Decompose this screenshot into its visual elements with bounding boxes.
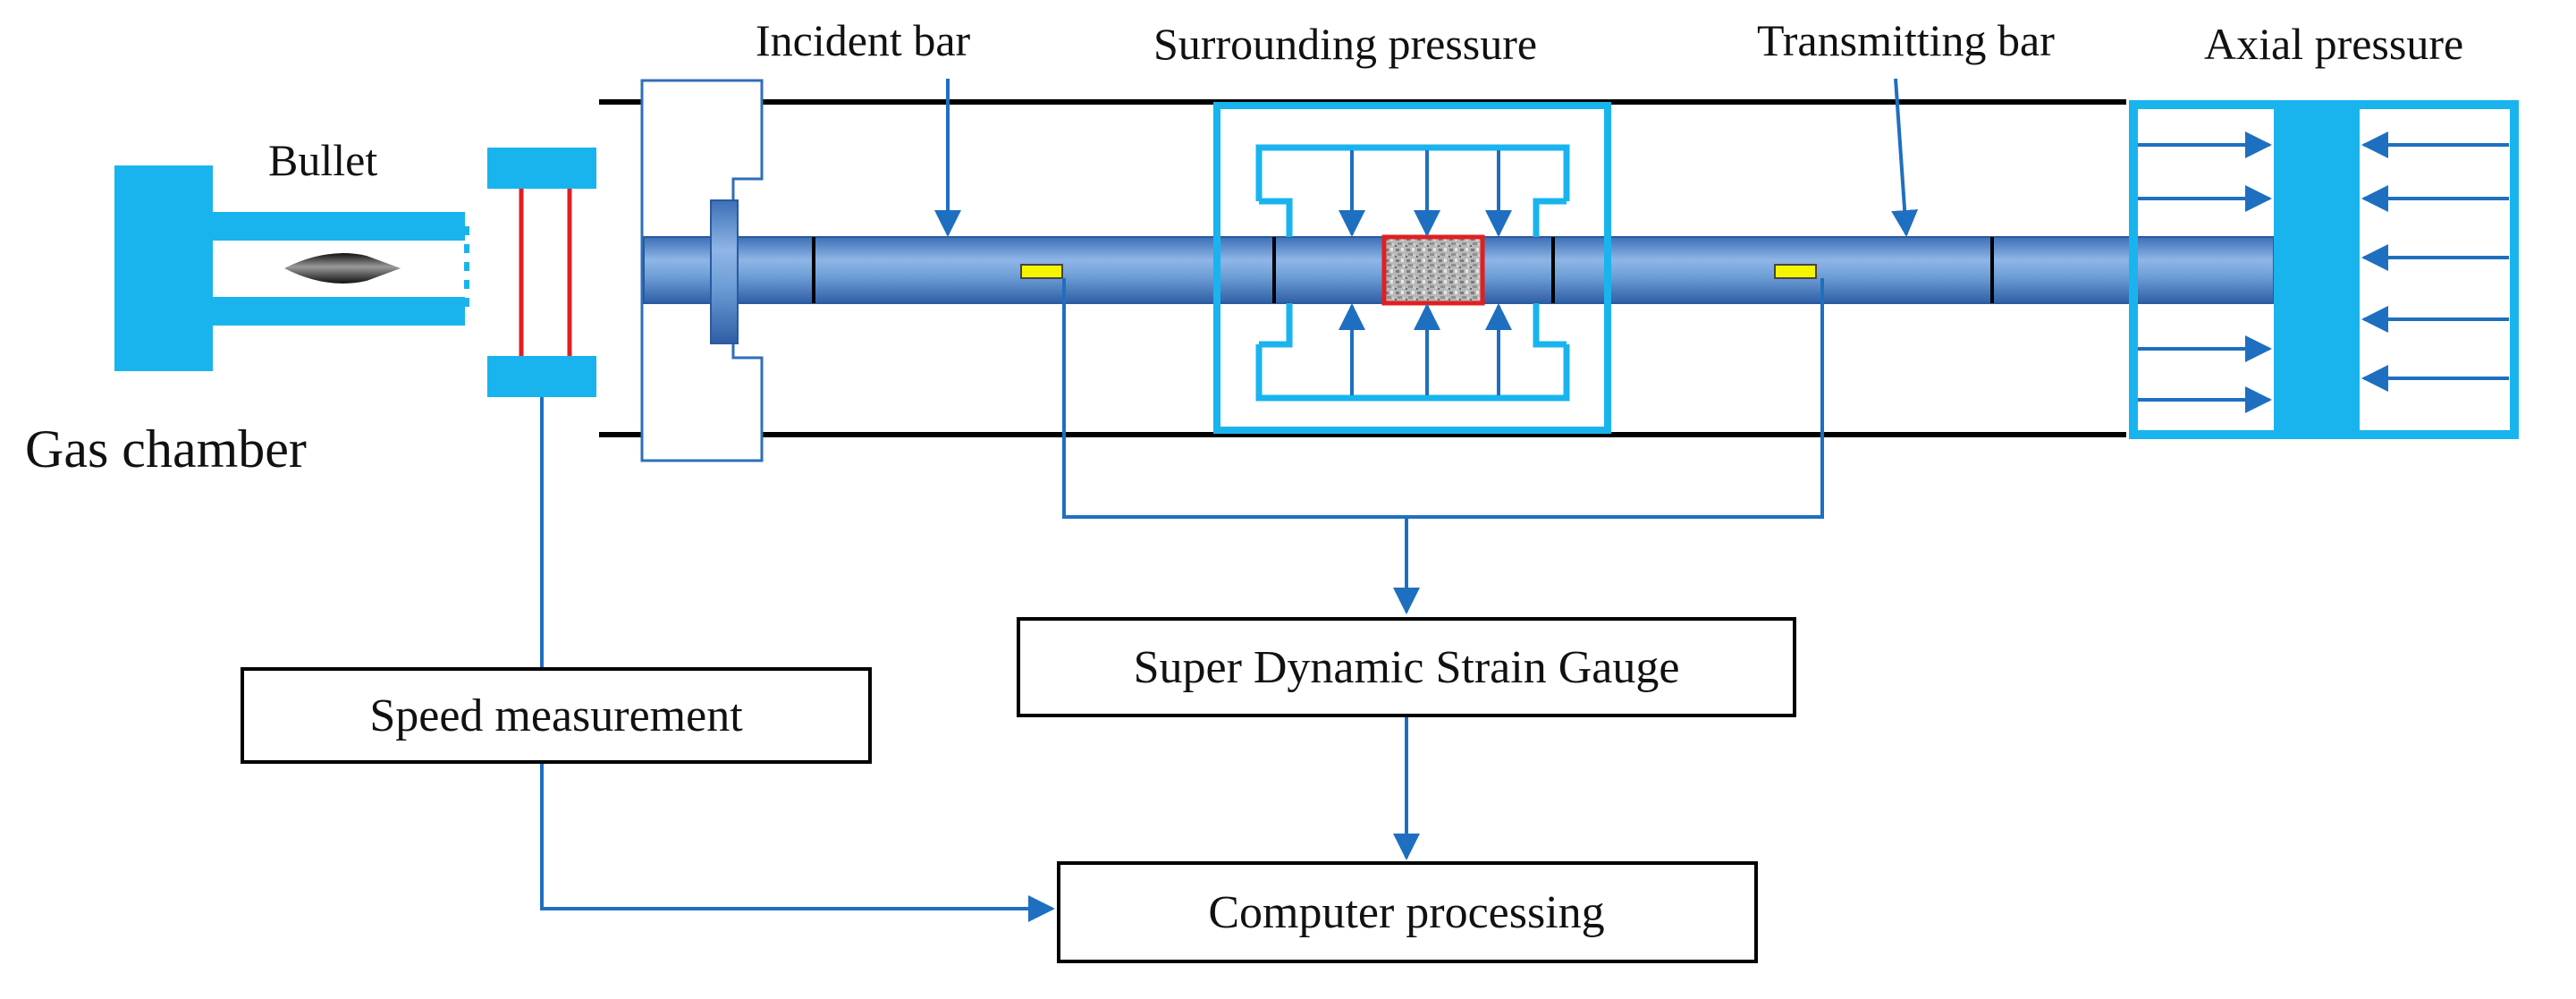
confining-pressure-arrows [1339,150,1512,395]
computer-processing-box [1057,861,1758,963]
gas-chamber-label: Gas chamber [25,419,307,478]
computer-processing-box-label: Computer processing [1208,887,1604,938]
transmitting-bar-label: Transmitting bar [1757,15,2055,65]
speed-measurement-box-label: Speed measurement [369,690,743,741]
gas-chamber [114,165,469,371]
axial-pressure-device [2129,100,2519,439]
confining-pressure-chamber [1213,102,1611,434]
strain-gauge-box-label: Super Dynamic Strain Gauge [1134,642,1680,693]
axial-pressure-label: Axial pressure [2204,19,2463,69]
transmitted-strain-gauge [1774,264,1817,279]
strain-gauge-box [1017,617,1796,717]
speed-measurement-box [241,667,872,764]
bullet-label: Bullet [268,135,377,185]
bullet-projectile [284,253,401,284]
incident-strain-gauge [1020,264,1063,279]
incident-bar-label: Incident bar [756,15,971,65]
surrounding-pressure-label: Surrounding pressure [1153,19,1537,69]
signal-connections [540,278,1824,922]
speed-measurement-gate [487,148,596,397]
transmitting-bar-pointer [1891,78,1919,237]
rock-specimen [1381,234,1485,306]
